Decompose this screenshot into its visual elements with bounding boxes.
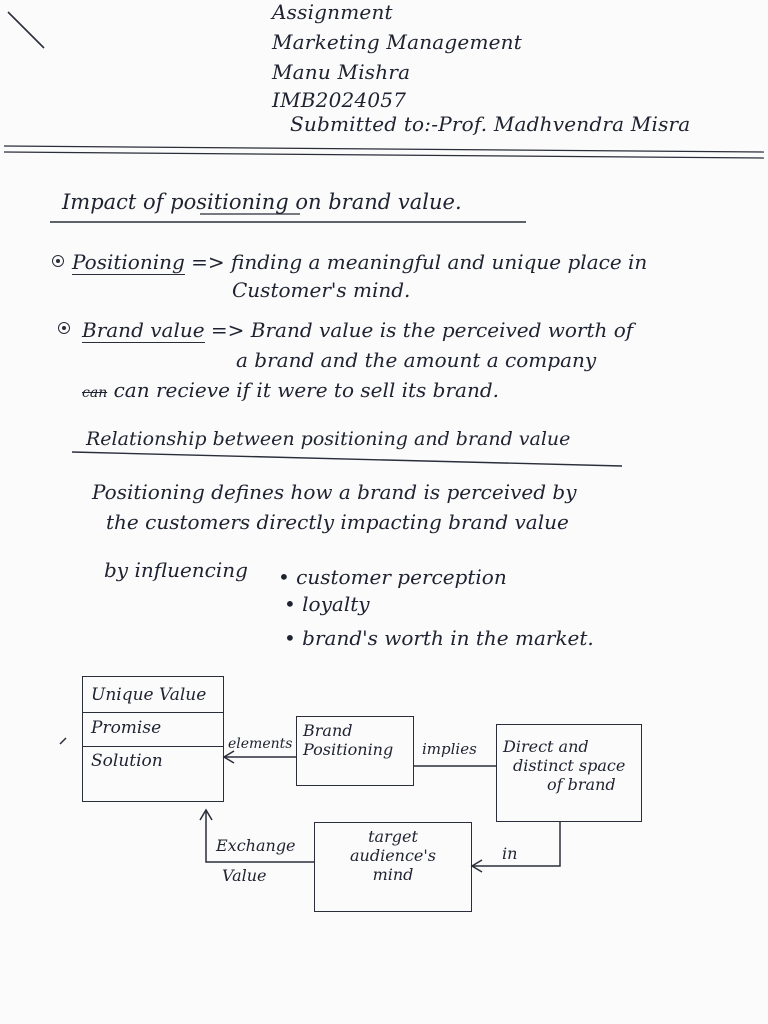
struck-word: can	[82, 385, 108, 401]
relationship-line2: the customers directly impacting brand v…	[106, 510, 569, 534]
relationship-heading: Relationship between positioning and bra…	[86, 428, 571, 450]
value-row-unique: Unique Value	[83, 677, 223, 713]
brand-value-line1: Brand value is the perceived worth of	[250, 318, 634, 342]
submitted-to: Submitted to:-Prof. Madhvendra Misra	[290, 112, 691, 136]
positioning-line2: Customer's mind.	[232, 278, 411, 302]
arrow-text: =>	[210, 318, 245, 342]
in-label: in	[502, 844, 518, 863]
brand-positioning-box: Brand Positioning	[296, 716, 414, 786]
page-title: Impact of positioning on brand value.	[62, 190, 462, 214]
distinct-line2: distinct space	[513, 756, 626, 775]
distinct-line3: of brand	[547, 775, 616, 794]
distinct-space-box: Direct and distinct space of brand	[496, 724, 642, 822]
positioning-term: Positioning	[72, 250, 185, 275]
arrow-text: =>	[191, 250, 225, 274]
value-label: Value	[222, 866, 267, 885]
assignment-label: Assignment	[272, 0, 393, 24]
value-box: Unique Value Promise Solution	[82, 676, 224, 802]
brand-box-line1: Brand	[303, 721, 353, 740]
value-row-solution: Solution	[91, 751, 163, 771]
distinct-line1: Direct and	[503, 737, 589, 756]
bullet-icon	[52, 255, 64, 267]
list-item: • brand's worth in the market.	[284, 626, 594, 650]
student-name: Manu Mishra	[272, 60, 411, 84]
course-name: Marketing Management	[272, 30, 522, 54]
elements-label: elements	[228, 736, 293, 752]
brand-value-line2: a brand and the amount a company	[236, 348, 597, 372]
roll-number: IMB2024057	[272, 88, 407, 112]
brand-box-line2: Positioning	[303, 740, 394, 759]
relationship-line1: Positioning defines how a brand is perce…	[92, 480, 577, 504]
brand-value-definition: Brand value => Brand value is the percei…	[82, 318, 634, 343]
target-audience-box: target audience's mind	[314, 822, 472, 912]
brand-value-line3: can recieve if it were to sell its brand…	[113, 378, 499, 402]
implies-label: implies	[422, 740, 477, 758]
value-row-promise: Promise	[83, 713, 223, 747]
positioning-definition: Positioning => finding a meaningful and …	[72, 250, 648, 275]
list-item: • customer perception	[278, 565, 507, 589]
brand-value-term: Brand value	[82, 318, 205, 343]
target-line2: audience's	[349, 846, 436, 865]
target-line1: target	[368, 827, 418, 846]
brand-value-line3-wrap: can can recieve if it were to sell its b…	[82, 378, 499, 402]
relationship-line3: by influencing	[104, 558, 248, 582]
positioning-line1: finding a meaningful and unique place in	[231, 250, 648, 274]
exchange-label: Exchange	[216, 836, 296, 855]
target-line3: mind	[372, 865, 414, 884]
bullet-icon	[58, 322, 70, 334]
list-item: • loyalty	[284, 592, 370, 616]
